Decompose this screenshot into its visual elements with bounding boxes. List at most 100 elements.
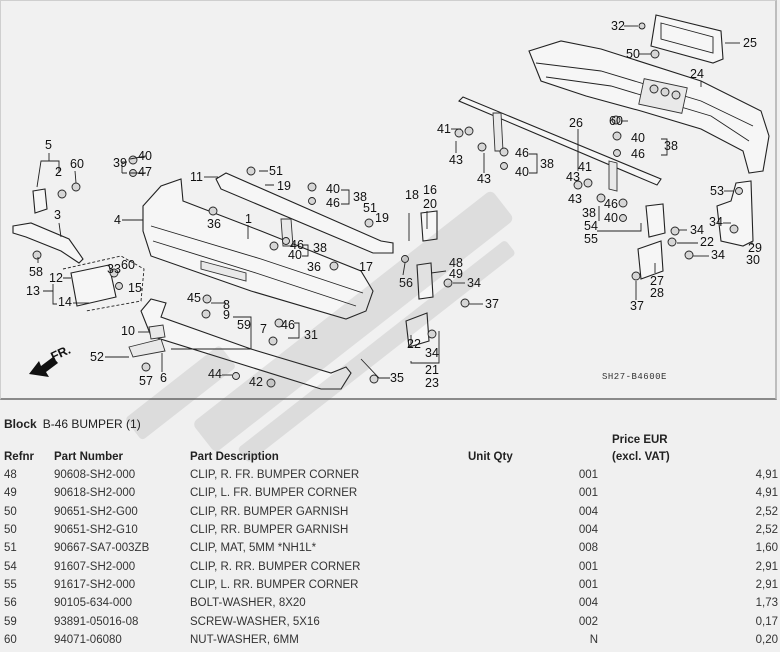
callout-34[interactable]: 34 [425, 346, 439, 360]
callout-59[interactable]: 59 [237, 318, 251, 332]
callout-5[interactable]: 5 [45, 138, 52, 152]
callout-8[interactable]: 8 [223, 298, 230, 312]
callout-52[interactable]: 52 [90, 350, 104, 364]
callout-53[interactable]: 53 [710, 184, 724, 198]
callout-4[interactable]: 4 [114, 213, 121, 227]
callout-26[interactable]: 26 [569, 116, 583, 130]
callout-34[interactable]: 34 [709, 215, 723, 229]
callout-51[interactable]: 51 [363, 201, 377, 215]
callout-41[interactable]: 41 [578, 160, 592, 174]
callout-34[interactable]: 34 [711, 248, 725, 262]
callout-10[interactable]: 10 [121, 324, 135, 338]
callout-22[interactable]: 22 [700, 235, 714, 249]
callout-37[interactable]: 37 [485, 297, 499, 311]
callout-48[interactable]: 48 [449, 256, 463, 270]
callout-46[interactable]: 46 [290, 238, 304, 252]
callout-38[interactable]: 38 [664, 139, 678, 153]
callout-16[interactable]: 16 [423, 183, 437, 197]
callout-46[interactable]: 46 [281, 318, 295, 332]
callout-50[interactable]: 50 [626, 47, 640, 61]
callout-49[interactable]: 49 [449, 267, 463, 281]
callout-34[interactable]: 34 [690, 223, 704, 237]
cell-price: 1,73 [755, 597, 778, 610]
callout-37[interactable]: 37 [630, 299, 644, 313]
callout-39[interactable]: 39 [113, 156, 127, 170]
callout-22[interactable]: 22 [407, 337, 421, 351]
callout-30[interactable]: 30 [746, 253, 760, 267]
callout-17[interactable]: 17 [359, 260, 373, 274]
callout-43[interactable]: 43 [566, 170, 580, 184]
callout-38[interactable]: 38 [540, 157, 554, 171]
callout-31[interactable]: 31 [304, 328, 318, 342]
callout-23[interactable]: 23 [425, 376, 439, 390]
callout-60[interactable]: 60 [70, 157, 84, 171]
callout-14[interactable]: 14 [58, 295, 72, 309]
callout-60[interactable]: 60 [609, 114, 623, 128]
callout-19[interactable]: 19 [277, 179, 291, 193]
callout-51[interactable]: 51 [269, 164, 283, 178]
callout-43[interactable]: 43 [477, 172, 491, 186]
callout-21[interactable]: 21 [425, 363, 439, 377]
callout-28[interactable]: 28 [650, 286, 664, 300]
callout-3[interactable]: 3 [54, 208, 61, 222]
callout-40[interactable]: 40 [326, 182, 340, 196]
callout-9[interactable]: 9 [223, 308, 230, 322]
callout-43[interactable]: 43 [449, 153, 463, 167]
callout-41[interactable]: 41 [437, 122, 451, 136]
callout-38[interactable]: 38 [582, 206, 596, 220]
callout-40[interactable]: 40 [515, 165, 529, 179]
callout-40[interactable]: 40 [288, 248, 302, 262]
callout-38[interactable]: 38 [353, 190, 367, 204]
callout-46[interactable]: 46 [604, 197, 618, 211]
callout-7[interactable]: 7 [260, 322, 267, 336]
callout-46[interactable]: 46 [631, 147, 645, 161]
callout-6[interactable]: 6 [160, 371, 167, 385]
callout-12[interactable]: 12 [49, 271, 63, 285]
callout-1[interactable]: 1 [245, 212, 252, 226]
callout-45[interactable]: 45 [187, 291, 201, 305]
callout-24[interactable]: 24 [690, 67, 704, 81]
callout-60[interactable]: 60 [121, 258, 135, 272]
callout-15[interactable]: 15 [128, 281, 142, 295]
callout-57[interactable]: 57 [139, 374, 153, 388]
callout-29[interactable]: 29 [748, 241, 762, 255]
callout-54[interactable]: 54 [584, 219, 598, 233]
callout-46[interactable]: 46 [326, 196, 340, 210]
callout-44[interactable]: 44 [208, 367, 222, 381]
callout-55[interactable]: 55 [584, 232, 598, 246]
callout-42[interactable]: 42 [249, 375, 263, 389]
callout-38[interactable]: 38 [313, 241, 327, 255]
callout-36[interactable]: 36 [307, 260, 321, 274]
callout-34[interactable]: 34 [467, 276, 481, 290]
callout-25[interactable]: 25 [743, 36, 757, 50]
callout-27[interactable]: 27 [650, 274, 664, 288]
callout-40[interactable]: 40 [631, 131, 645, 145]
callout-40[interactable]: 40 [604, 211, 618, 225]
callout-2[interactable]: 2 [55, 165, 62, 179]
callout-46[interactable]: 46 [515, 146, 529, 160]
callout-11[interactable]: 11 [190, 170, 203, 184]
callout-18[interactable]: 18 [405, 188, 419, 202]
callout-32[interactable]: 32 [611, 19, 625, 33]
callout-13[interactable]: 13 [26, 284, 40, 298]
callout-20[interactable]: 20 [423, 197, 437, 211]
callout-47[interactable]: 47 [138, 165, 152, 179]
callout-19[interactable]: 19 [375, 211, 389, 225]
callout-36[interactable]: 36 [207, 217, 221, 231]
callout-43[interactable]: 43 [568, 192, 582, 206]
callout-58[interactable]: 58 [29, 265, 43, 279]
callout-56[interactable]: 56 [399, 276, 413, 290]
rear-corner-clip-shape [645, 203, 666, 238]
callout-33[interactable]: 33 [107, 262, 121, 276]
callout-35[interactable]: 35 [390, 371, 404, 385]
